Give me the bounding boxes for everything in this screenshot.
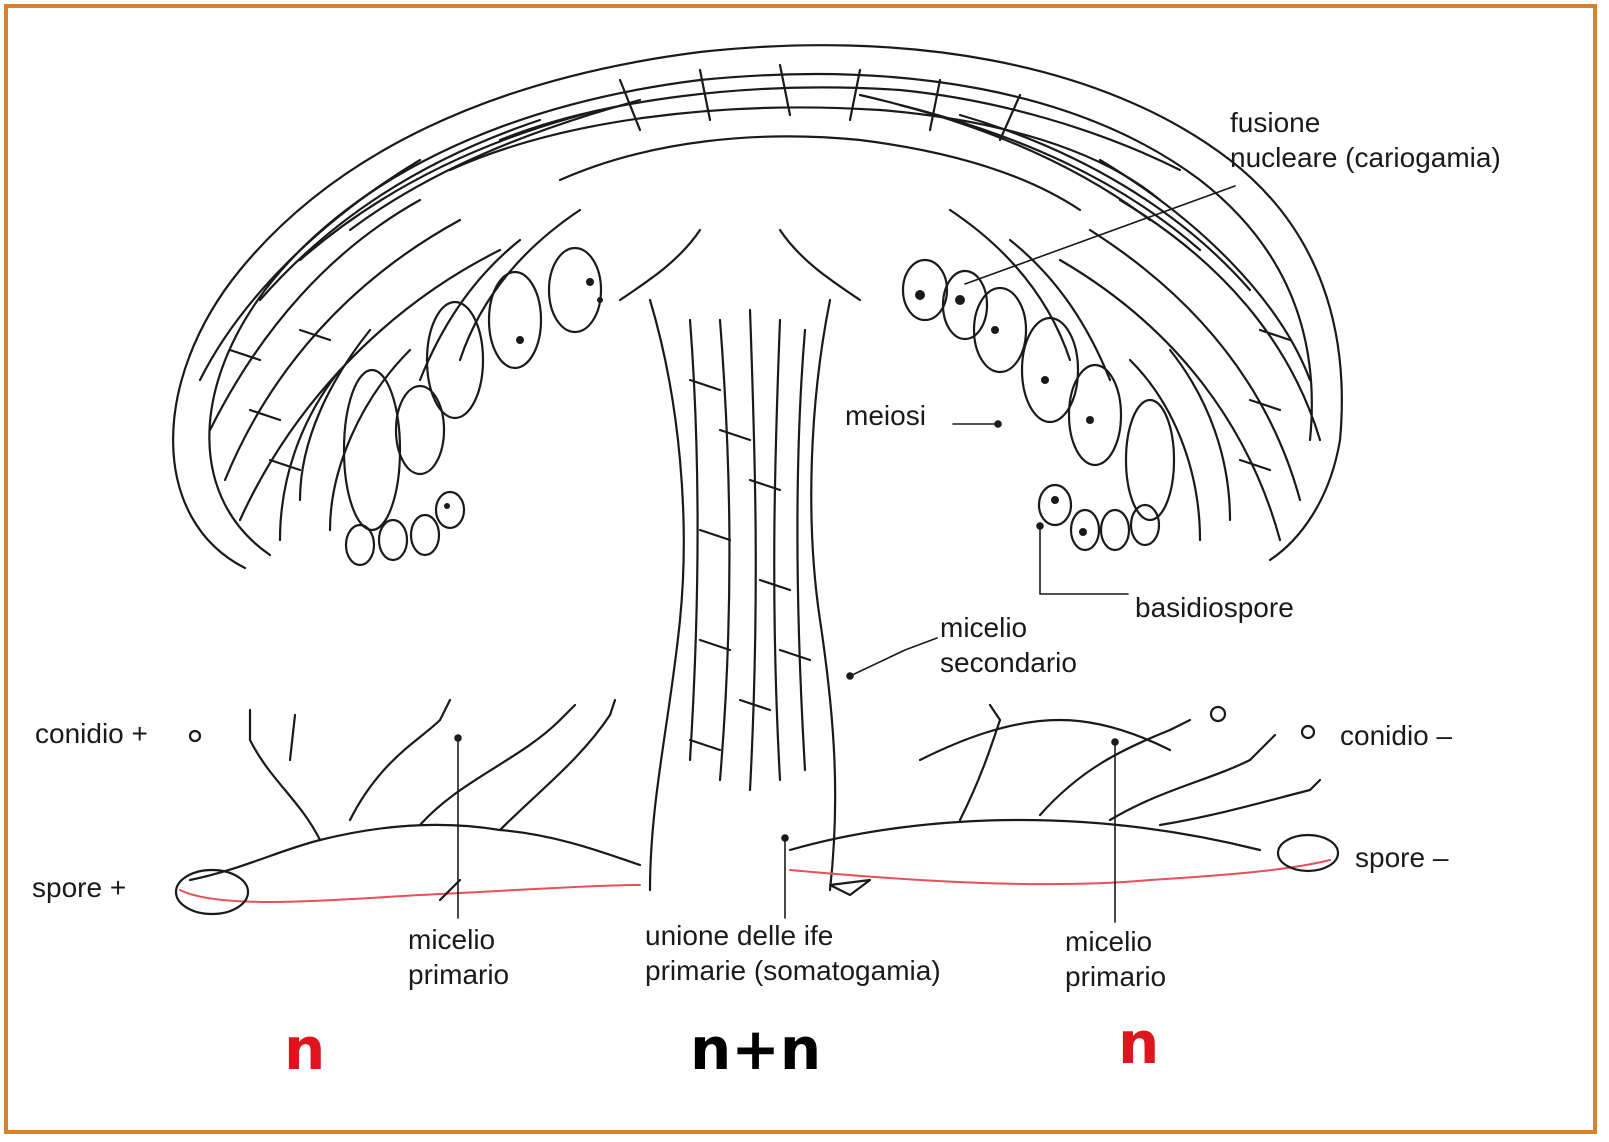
label-fusione-nucleare: fusione nucleare (cariogamia): [1230, 105, 1501, 175]
label-micelio-secondario: micelio secondario: [940, 610, 1077, 680]
label-spore-minus: spore –: [1355, 840, 1448, 875]
label-fusione-line1: fusione: [1230, 105, 1501, 140]
cap-hyphae-top: [450, 65, 1180, 210]
label-conidio-plus: conidio +: [35, 716, 148, 751]
ploidy-center: n+n: [690, 1020, 821, 1078]
label-micelio-primario-left-line2: primario: [408, 957, 509, 992]
label-micelio-primario-right-line1: micelio: [1065, 924, 1166, 959]
primary-mycelium-right: [790, 705, 1338, 895]
ploidy-right: n: [1118, 1014, 1159, 1072]
label-basidiospore: basidiospore: [1135, 590, 1294, 625]
label-micelio-secondario-line1: micelio: [940, 610, 1077, 645]
stem: [620, 230, 860, 890]
label-micelio-primario-right: micelio primario: [1065, 924, 1166, 994]
label-micelio-primario-left: micelio primario: [408, 922, 509, 992]
label-unione-line2: primarie (somatogamia): [645, 953, 941, 988]
label-spore-plus: spore +: [32, 870, 126, 905]
label-unione-delle-ife: unione delle ife primarie (somatogamia): [645, 918, 941, 988]
conidium-minus-2: [1302, 726, 1314, 738]
label-unione-line1: unione delle ife: [645, 918, 941, 953]
label-micelio-primario-left-line1: micelio: [408, 922, 509, 957]
basidia-left: [344, 248, 601, 565]
primary-mycelium-left: [176, 700, 640, 914]
label-meiosi: meiosi: [845, 398, 926, 433]
ploidy-left: n: [284, 1020, 325, 1078]
label-fusione-line2: nucleare (cariogamia): [1230, 140, 1501, 175]
leader-lines: [455, 186, 1235, 922]
conidium-plus: [190, 731, 200, 741]
conidium-minus-1: [1211, 707, 1225, 721]
label-micelio-secondario-line2: secondario: [940, 645, 1077, 680]
basidia-right: [903, 260, 1174, 550]
label-micelio-primario-right-line2: primario: [1065, 959, 1166, 994]
label-conidio-minus: conidio –: [1340, 718, 1452, 753]
